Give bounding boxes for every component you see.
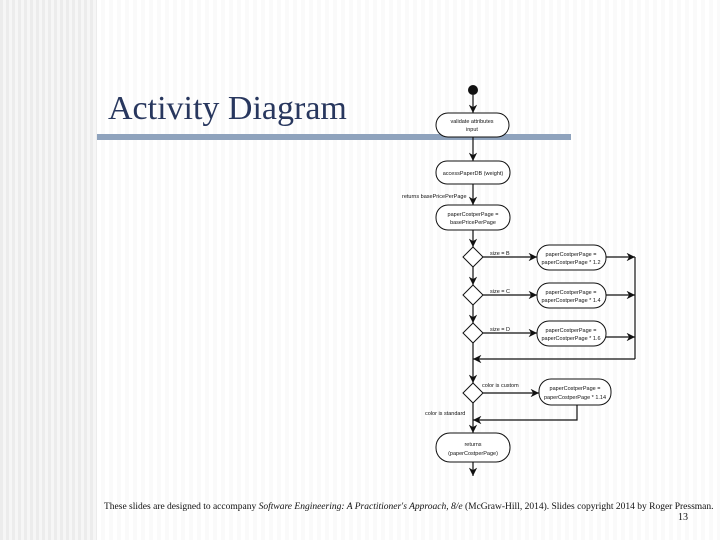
flow-arrow: [473, 405, 578, 425]
activity-text: paperCostperPage * 1.4: [541, 298, 600, 304]
decision-size-c: [462, 284, 484, 306]
activity-text: paperCostperPage =: [448, 212, 499, 218]
slide-title: Activity Diagram: [108, 90, 347, 127]
footer-book-title: Software Engineering: A Practitioner's A…: [258, 502, 463, 512]
activity-text: input: [466, 127, 478, 133]
background-stripes: [0, 0, 97, 540]
activity-text: paperCostperPage =: [546, 290, 597, 296]
activity-return: [435, 432, 511, 463]
activity-text: basePricePerPage: [450, 220, 496, 226]
activity-size-c: [536, 282, 607, 309]
activity-validate: [435, 112, 510, 138]
footer-text: (McGraw-Hill, 2014). Slides copyright 20…: [462, 502, 714, 512]
decision-size-b: [462, 246, 484, 268]
guard-label: size = B: [490, 251, 510, 257]
activity-access-db: [435, 160, 511, 185]
page-number: 13: [678, 512, 688, 523]
activity-base-cost: [435, 204, 511, 231]
guard-label: color is custom: [482, 383, 519, 389]
activity-color-custom: [538, 378, 612, 406]
activity-text: accessPaperDB (weight): [443, 171, 504, 177]
guard-label: color is standard: [425, 411, 465, 417]
title-underline: [97, 134, 571, 140]
activity-text: paperCostperPage =: [546, 328, 597, 334]
activity-text: returns: [464, 442, 481, 448]
activity-text: paperCostperPage * 1.6: [541, 336, 600, 342]
activity-size-b: [536, 244, 607, 271]
start-node: [468, 85, 478, 95]
activity-size-d: [536, 320, 607, 347]
activity-text: paperCostperPage * 1.2: [541, 260, 600, 266]
decision-size-d: [462, 322, 484, 344]
decision-color: [462, 382, 484, 404]
guard-label: size = D: [490, 327, 510, 333]
activity-text: paperCostperPage * 1.14: [544, 395, 606, 401]
activity-text: paperCostperPage =: [550, 386, 601, 392]
footer-text: These slides are designed to accompany: [104, 502, 259, 512]
background-texture: [97, 0, 720, 540]
activity-text: paperCostperPage =: [546, 252, 597, 258]
slide-footer: These slides are designed to accompany S…: [104, 501, 714, 514]
activity-text: validate attributes: [450, 119, 493, 125]
activity-text: (paperCostperPage): [448, 451, 498, 457]
flow-label: returns basePricePerPage: [402, 194, 467, 200]
guard-label: size = C: [490, 289, 510, 295]
